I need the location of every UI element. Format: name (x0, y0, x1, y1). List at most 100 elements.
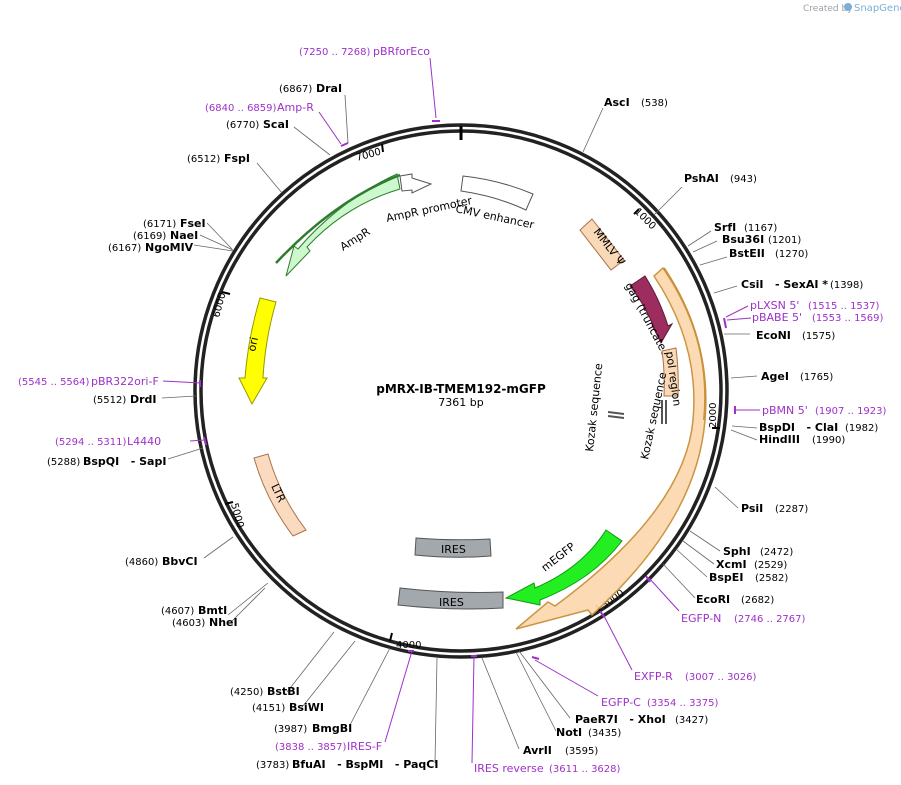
enzyme-label[interactable]: PsiI (741, 502, 763, 515)
enzyme-position: (1167) (744, 223, 777, 234)
enzyme-position: (2529) (754, 560, 787, 571)
primer-mark (723, 317, 727, 329)
enzyme-label[interactable]: BspQI - SapI (83, 455, 166, 468)
leader-line (227, 582, 269, 616)
enzyme-label[interactable]: BfuAI - BspMI - PaqCI (292, 758, 438, 771)
enzyme-label[interactable]: DraI (316, 82, 342, 95)
ampr-feature (285, 173, 401, 277)
primer-label[interactable]: Amp-R (277, 101, 314, 114)
leader-line (675, 548, 708, 578)
orf-strand-line (663, 267, 707, 421)
leader-line (730, 375, 758, 379)
enzyme-label[interactable]: FspI (224, 152, 250, 165)
enzyme-label[interactable]: PaeR7I - XhoI (575, 713, 666, 726)
tick-mark (389, 632, 393, 642)
leader-line (602, 613, 633, 671)
enzyme-label[interactable]: CsiI - SexAI * (741, 278, 828, 291)
enzyme-position: (1201) (768, 235, 801, 246)
enzyme-label[interactable]: BstBI (267, 685, 300, 698)
leader-line (731, 425, 758, 429)
primer-range: (2746 .. 2767) (734, 614, 806, 625)
primer-label[interactable]: pBR322ori-F (91, 375, 159, 388)
leader-line (434, 657, 438, 764)
leader-line (199, 234, 234, 251)
primer-label[interactable]: IRES-F (347, 740, 382, 753)
enzyme-position: (6867) (279, 84, 312, 95)
primer-label[interactable]: EGFP-C (601, 696, 641, 709)
enzyme-label[interactable]: BstEII (729, 247, 765, 260)
enzyme-label[interactable]: HindIII (759, 433, 800, 446)
plasmid-length: 7361 bp (438, 396, 483, 409)
primer-range: (5545 .. 5564) (18, 377, 90, 388)
enzyme-label[interactable]: SphI (723, 545, 751, 558)
enzyme-label[interactable]: FseI (180, 217, 206, 230)
primer-range: (3354 .. 3375) (647, 698, 719, 709)
leader-line (203, 536, 234, 559)
leader-line (714, 486, 739, 509)
enzyme-label[interactable]: BmgBI (312, 722, 352, 735)
enzyme-label[interactable]: NheI (209, 616, 238, 629)
primer-label[interactable]: pBMN 5' (762, 404, 808, 417)
credit-brand: SnapGene (854, 3, 901, 14)
enzyme-label[interactable]: AscI (604, 96, 630, 109)
backbone (193, 123, 729, 659)
enzyme-label[interactable]: BspDI - ClaI (759, 421, 838, 434)
enzyme-labels-bottom: PaeR7I - XhoI (3427) NotI (3435) AvrII (… (256, 713, 708, 771)
tick-label: 7000 (355, 147, 382, 164)
leader-line (582, 107, 604, 153)
primer-range: (1553 .. 1569) (812, 313, 884, 324)
primer-mark (645, 575, 651, 583)
enzyme-label[interactable]: BspEI (709, 571, 743, 584)
ltr-feature (253, 453, 307, 537)
enzyme-label[interactable]: Bsu36I (722, 233, 764, 246)
enzyme-label[interactable]: EcoNI (756, 329, 791, 342)
snapgene-credit: Created by SnapGene (803, 3, 901, 14)
enzyme-position: (4151) (252, 703, 285, 714)
enzyme-label[interactable]: BbvCI (162, 555, 198, 568)
primer-label[interactable]: pBRforEco (373, 45, 430, 58)
enzyme-label[interactable]: XcmI (716, 558, 747, 571)
enzyme-position: (1982) (845, 423, 878, 434)
ires-feature (397, 587, 504, 610)
primer-range: (1515 .. 1537) (808, 301, 880, 312)
primer-mark (531, 656, 540, 660)
leader-line (534, 659, 599, 697)
enzyme-label[interactable]: BmtI (198, 604, 227, 617)
ampr-promoter-label: AmpR promoter (385, 194, 474, 225)
leader-line (206, 222, 233, 250)
enzyme-label[interactable]: PshAI (684, 172, 719, 185)
enzyme-position: (3783) (256, 760, 289, 771)
enzyme-position: (6171) (143, 219, 176, 230)
primer-label[interactable]: pLXSN 5' (750, 299, 799, 312)
enzyme-label[interactable]: EcoRI (696, 593, 730, 606)
enzyme-position: (3595) (565, 746, 598, 757)
enzyme-position: (2287) (775, 504, 808, 515)
enzyme-label[interactable]: NotI (556, 726, 582, 739)
leader-line (161, 395, 197, 399)
mmlv-psi-feature (579, 218, 625, 271)
primer-label[interactable]: EGFP-N (681, 612, 721, 625)
enzyme-label[interactable]: ScaI (263, 118, 289, 131)
primer-label[interactable]: pBABE 5' (752, 311, 802, 324)
enzyme-label[interactable]: AgeI (761, 370, 789, 383)
enzyme-leaders (161, 94, 758, 764)
enzyme-label[interactable]: SrfI (714, 221, 736, 234)
primer-label[interactable]: IRES reverse (474, 762, 544, 775)
enzyme-label[interactable]: BsiWI (289, 701, 324, 714)
primer-label[interactable]: L4440 (127, 435, 161, 448)
enzyme-position: (943) (730, 174, 757, 185)
snapgene-logo-icon (844, 3, 852, 11)
leader-line (713, 285, 738, 294)
primer-label[interactable]: EXFP-R (634, 670, 673, 683)
enzyme-label[interactable]: NaeI (170, 229, 198, 242)
ori-label: ori (245, 336, 261, 353)
tick-mark (381, 143, 384, 153)
enzyme-label[interactable]: NgoMIV (145, 241, 194, 254)
enzyme-label[interactable]: DrdI (130, 393, 157, 406)
enzyme-position: (6167) (108, 243, 141, 254)
enzyme-label[interactable]: AvrII (523, 744, 552, 757)
enzyme-position: (538) (641, 98, 668, 109)
leader-line (653, 186, 683, 216)
leader-line (662, 563, 696, 599)
